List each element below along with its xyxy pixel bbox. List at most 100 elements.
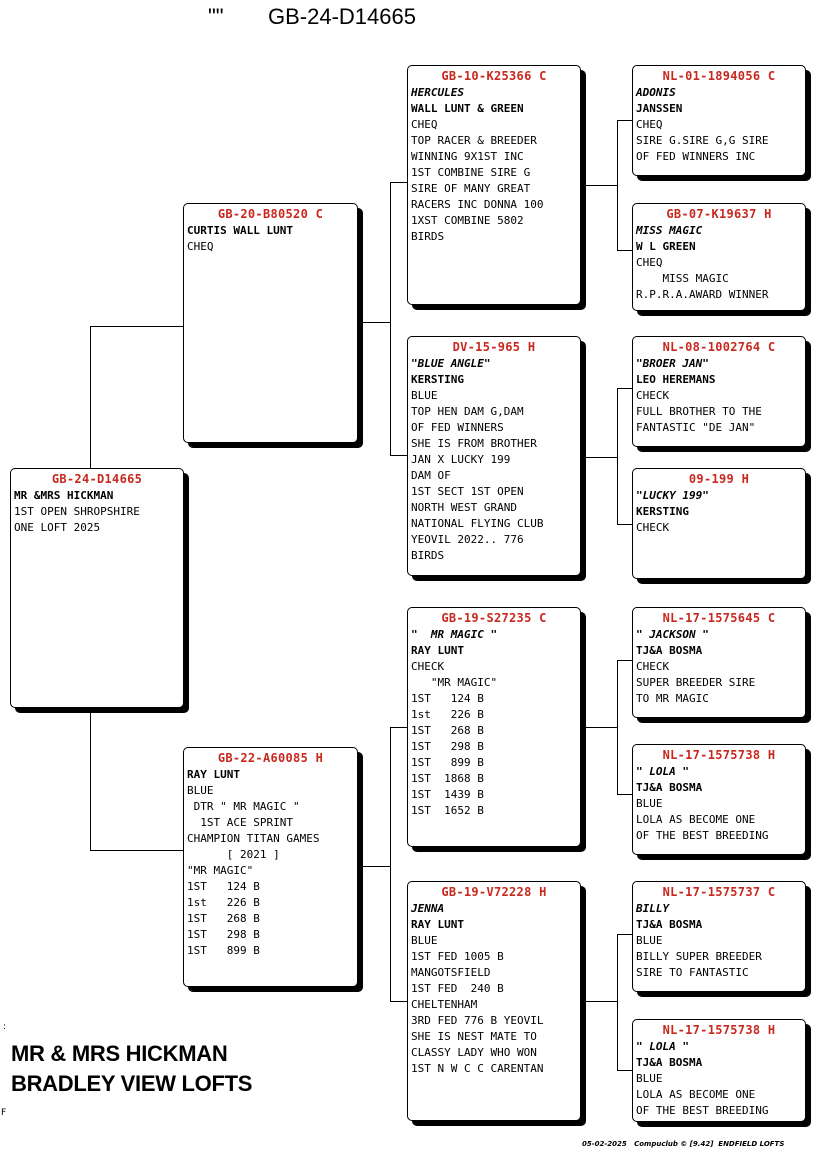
subject-card[interactable]: GB-24-D14665 MR &MRS HICKMAN 1ST OPEN SH… xyxy=(10,468,184,708)
detail-line: 1ST COMBINE SIRE G xyxy=(411,166,531,179)
detail-line: BIRDS xyxy=(411,230,445,243)
breeder-line: JANSSEN xyxy=(636,102,683,115)
subject-details: MR &MRS HICKMAN 1ST OPEN SHROPSHIRE ONE … xyxy=(14,488,180,536)
ring-number: GB-19-S27235 C xyxy=(441,611,547,625)
bird-name: "BROER JAN" xyxy=(636,357,709,370)
breeder-line: RAY LUNT xyxy=(411,918,464,931)
ring-number: GB-24-D14665 xyxy=(51,472,143,486)
ring-number: GB-22-A60085 H xyxy=(217,751,324,765)
detail-line: 1st 226 B xyxy=(411,708,484,721)
ring-number: GB-07-K19637 H xyxy=(666,207,772,221)
detail-line: 1XST COMBINE 5802 xyxy=(411,214,524,227)
detail-line: LOLA AS BECOME ONE xyxy=(636,1088,756,1101)
bird-name: "LUCKY 199" xyxy=(636,489,709,502)
stray-f-mark: F xyxy=(1,1108,7,1118)
bird-name: ADONIS xyxy=(636,86,676,99)
detail-line: MANGOTSFIELD xyxy=(411,966,491,979)
ring-number: NL-17-1575645 C xyxy=(662,611,776,625)
footer-credit: 05-02-2025 Compuclub © [9.42] ENDFIELD L… xyxy=(582,1140,785,1148)
detail-line: 1ST ACE SPRINT xyxy=(187,816,293,829)
detail-line: OF FED WINNERS xyxy=(411,421,504,434)
sdd-card[interactable]: 09-199 H "LUCKY 199" KERSTING CHECK xyxy=(632,468,806,579)
bird-name: " MR MAGIC " xyxy=(411,628,498,641)
sds-card[interactable]: NL-08-1002764 C "BROER JAN" LEO HEREMANS… xyxy=(632,336,806,447)
detail-line: CHECK xyxy=(636,660,670,673)
breeder-line: CURTIS WALL LUNT xyxy=(187,224,293,237)
breeder-line: TJ&A BOSMA xyxy=(636,918,703,931)
detail-line: BLUE xyxy=(411,934,438,947)
bird-name: BILLY xyxy=(636,902,670,915)
detail-line: BLUE xyxy=(411,389,438,402)
detail-line: BIRDS xyxy=(411,549,445,562)
detail-line: RACERS INC DONNA 100 xyxy=(411,198,544,211)
ring-number: GB-19-V72228 H xyxy=(441,885,547,899)
ring-number: NL-01-1894056 C xyxy=(662,69,776,83)
sss-card[interactable]: NL-01-1894056 C ADONIS JANSSEN CHEQ SIRE… xyxy=(632,65,806,176)
ssd-card[interactable]: GB-07-K19637 H MISS MAGIC W L GREEN CHEQ… xyxy=(632,203,806,311)
sire-dam-card[interactable]: DV-15-965 H "BLUE ANGLE" KERSTING BLUE T… xyxy=(407,336,581,576)
detail-line: SHE IS NEST MATE TO xyxy=(411,1030,537,1043)
detail-line: 3RD FED 776 B YEOVIL xyxy=(411,1014,544,1027)
ring-number: 09-199 H xyxy=(688,472,750,486)
dsd-card[interactable]: NL-17-1575738 H " LOLA " TJ&A BOSMA BLUE… xyxy=(632,744,806,855)
breeder-line: TJ&A BOSMA xyxy=(636,644,703,657)
ring-number: GB-20-B80520 C xyxy=(217,207,324,221)
page-title: GB-24-D14665 xyxy=(268,4,416,29)
detail-line: CHEQ xyxy=(187,240,214,253)
detail-line: FULL BROTHER TO THE xyxy=(636,405,762,418)
detail-line: 1ST 124 B xyxy=(411,692,484,705)
detail-line: "MR MAGIC" xyxy=(187,864,254,877)
header-quote: "" xyxy=(208,4,224,29)
breeder-line: TJ&A BOSMA xyxy=(636,781,703,794)
detail-line: SIRE TO FANTASTIC xyxy=(636,966,749,979)
detail-line: SUPER BREEDER SIRE xyxy=(636,676,756,689)
bird-name: " LOLA " xyxy=(636,765,689,778)
ring-number: DV-15-965 H xyxy=(452,340,536,354)
dss-card[interactable]: NL-17-1575645 C " JACKSON " TJ&A BOSMA C… xyxy=(632,607,806,718)
detail-line: FANTASTIC "DE JAN" xyxy=(636,421,756,434)
detail-line: 1ST 899 B xyxy=(187,944,260,957)
detail-line: OF THE BEST BREEDING xyxy=(636,1104,769,1117)
detail-line: CHECK xyxy=(636,389,670,402)
breeder-line: LEO HEREMANS xyxy=(636,373,716,386)
detail-line: 1ST OPEN SHROPSHIRE xyxy=(14,505,140,518)
detail-line: NORTH WEST GRAND xyxy=(411,501,517,514)
detail-line: 1ST N W C C CARENTAN xyxy=(411,1062,544,1075)
detail-line: WINNING 9X1ST INC xyxy=(411,150,524,163)
detail-line: TO MR MAGIC xyxy=(636,692,709,705)
detail-line: BLUE xyxy=(187,784,214,797)
detail-line: TOP HEN DAM G,DAM xyxy=(411,405,524,418)
detail-line: "MR MAGIC" xyxy=(411,676,498,689)
breeder-line: RAY LUNT xyxy=(187,768,240,781)
owner-line: MR &MRS HICKMAN xyxy=(14,489,114,502)
detail-line: CHECK xyxy=(636,521,670,534)
detail-line: BLUE xyxy=(636,934,663,947)
detail-line: 1ST FED 240 B xyxy=(411,982,504,995)
bird-name: HERCULES xyxy=(411,86,464,99)
detail-line: 1st 226 B xyxy=(187,896,260,909)
stray-colon-mark: : xyxy=(3,1022,7,1032)
breeder-line: WALL LUNT & GREEN xyxy=(411,102,524,115)
detail-line: DTR " MR MAGIC " xyxy=(187,800,300,813)
dds-card[interactable]: NL-17-1575737 C BILLY TJ&A BOSMA BLUE BI… xyxy=(632,881,806,992)
sire-card[interactable]: GB-20-B80520 C CURTIS WALL LUNT CHEQ xyxy=(183,203,358,443)
dam-dam-card[interactable]: GB-19-V72228 H JENNA RAY LUNT BLUE 1ST F… xyxy=(407,881,581,1121)
detail-line: CHAMPION TITAN GAMES xyxy=(187,832,320,845)
bird-name: JENNA xyxy=(411,902,445,915)
detail-line: CHEQ xyxy=(636,118,663,131)
detail-line: 1ST 1868 B xyxy=(411,772,484,785)
detail-line: BILLY SUPER BREEDER xyxy=(636,950,762,963)
detail-line: BLUE xyxy=(636,1072,663,1085)
detail-line: [ 2021 ] xyxy=(187,848,280,861)
ddd-card[interactable]: NL-17-1575738 H " LOLA " TJ&A BOSMA BLUE… xyxy=(632,1019,806,1122)
sire-sire-card[interactable]: GB-10-K25366 C HERCULES WALL LUNT & GREE… xyxy=(407,65,581,305)
loft-name: BRADLEY VIEW LOFTS xyxy=(11,1071,253,1096)
dam-sire-card[interactable]: GB-19-S27235 C " MR MAGIC " RAY LUNT CHE… xyxy=(407,607,581,847)
detail-line: 1ST FED 1005 B xyxy=(411,950,504,963)
dam-card[interactable]: GB-22-A60085 H RAY LUNT BLUE DTR " MR MA… xyxy=(183,747,358,987)
breeder-line: W L GREEN xyxy=(636,240,696,253)
breeder-line: KERSTING xyxy=(636,505,689,518)
detail-line: 1ST 268 B xyxy=(187,912,260,925)
detail-line: R.P.R.A.AWARD WINNER xyxy=(636,288,769,301)
detail-line: YEOVIL 2022.. 776 xyxy=(411,533,524,546)
